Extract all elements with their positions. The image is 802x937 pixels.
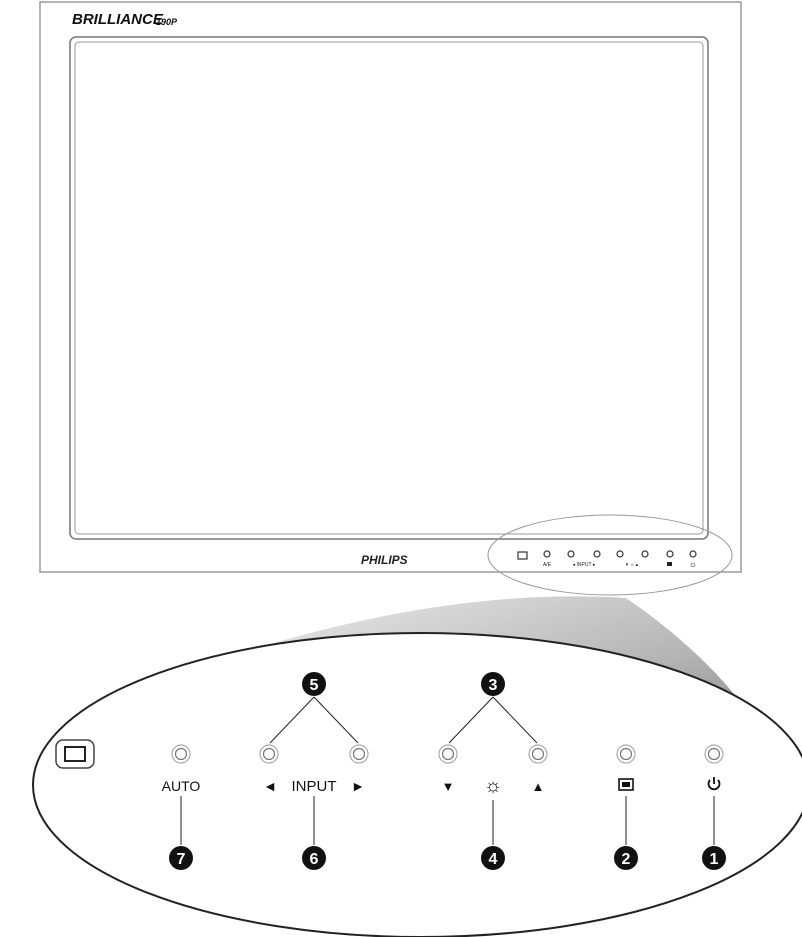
screen-inner [75,42,703,534]
button-brightness-down[interactable] [439,745,457,763]
small-power-icon: ⏻ [691,562,696,569]
callout-6: 6 [302,846,326,870]
small-label-auto: A/E [543,562,552,568]
small-label-input: ◂ INPUT ▸ [573,562,596,568]
svg-text:2: 2 [622,851,631,868]
callout-4: 4 [481,846,505,870]
svg-text:5: 5 [310,677,319,694]
brightness-icon: ☼ [484,775,502,797]
svg-text:7: 7 [177,851,186,868]
button-auto[interactable] [172,745,190,763]
arrow-down-icon: ▼ [442,779,455,794]
svg-text:6: 6 [310,851,319,868]
arrow-left-icon: ◄ [263,778,277,794]
label-auto: AUTO [162,778,201,794]
button-input-right[interactable] [350,745,368,763]
button-input-left[interactable] [260,745,278,763]
brand-name: BRILLIANCE [72,11,164,28]
button-menu[interactable] [617,745,635,763]
label-input: INPUT [292,778,337,795]
light-sensor-window [65,747,85,761]
button-brightness-up[interactable] [529,745,547,763]
zoom-ellipse [33,633,802,937]
svg-text:4: 4 [489,851,498,868]
callout-5: 5 [302,672,326,696]
philips-logo: PHILIPS [361,553,408,567]
svg-text:3: 3 [489,677,498,694]
arrow-right-icon: ► [351,778,365,794]
callout-2: 2 [614,846,638,870]
button-power[interactable] [705,745,723,763]
callout-7: 7 [169,846,193,870]
svg-text:1: 1 [710,851,719,868]
monitor-front: BRILLIANCE 190P PHILIPS [40,2,741,572]
arrow-up-icon: ▲ [532,779,545,794]
menu-icon [619,779,633,790]
model-name: 190P [156,17,178,27]
callout-1: 1 [702,846,726,870]
small-label-brightness: ▾ ☼ ▴ [626,562,639,568]
small-menu-icon [667,562,672,566]
callout-3: 3 [481,672,505,696]
